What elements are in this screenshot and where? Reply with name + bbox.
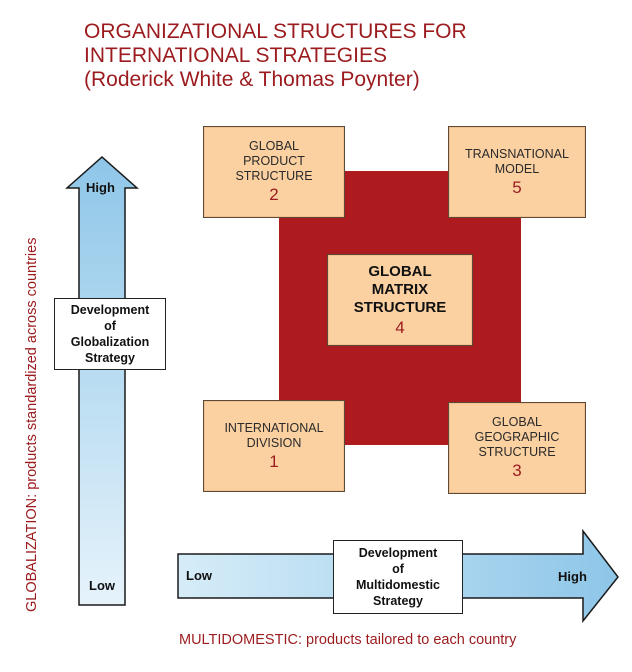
structure-number: 4 — [395, 317, 405, 337]
structure-number: 1 — [269, 451, 279, 471]
globalization-strategy-box: Development of Globalization Strategy — [54, 298, 166, 370]
diagram-title: ORGANIZATIONAL STRUCTURES FOR INTERNATIO… — [84, 20, 604, 92]
structure-number: 5 — [512, 177, 522, 197]
international-division-box: INTERNATIONAL DIVISION 1 — [203, 400, 345, 492]
global-product-structure-box: GLOBAL PRODUCT STRUCTURE 2 — [203, 126, 345, 218]
vertical-low-label: Low — [89, 578, 115, 593]
horizontal-low-label: Low — [186, 568, 212, 583]
vertical-arrow — [65, 155, 139, 606]
horizontal-axis-label: MULTIDOMESTIC: products tailored to each… — [179, 632, 517, 648]
vertical-high-label: High — [86, 180, 115, 195]
title-line-1: ORGANIZATIONAL STRUCTURES FOR — [84, 20, 467, 43]
horizontal-high-label: High — [558, 569, 587, 584]
structure-number: 3 — [512, 461, 522, 480]
global-matrix-structure-box: GLOBAL MATRIX STRUCTURE 4 — [327, 254, 473, 346]
structure-number: 2 — [269, 185, 279, 204]
vertical-axis-label: GLOBALIZATION: products standardized acr… — [24, 237, 40, 612]
transnational-model-box: TRANSNATIONAL MODEL 5 — [448, 126, 586, 218]
multidomestic-strategy-box: Development of Multidomestic Strategy — [333, 540, 463, 614]
global-geographic-structure-box: GLOBAL GEOGRAPHIC STRUCTURE 3 — [448, 402, 586, 494]
title-line-3: (Roderick White & Thomas Poynter) — [84, 68, 420, 91]
title-line-2: INTERNATIONAL STRATEGIES — [84, 44, 387, 67]
